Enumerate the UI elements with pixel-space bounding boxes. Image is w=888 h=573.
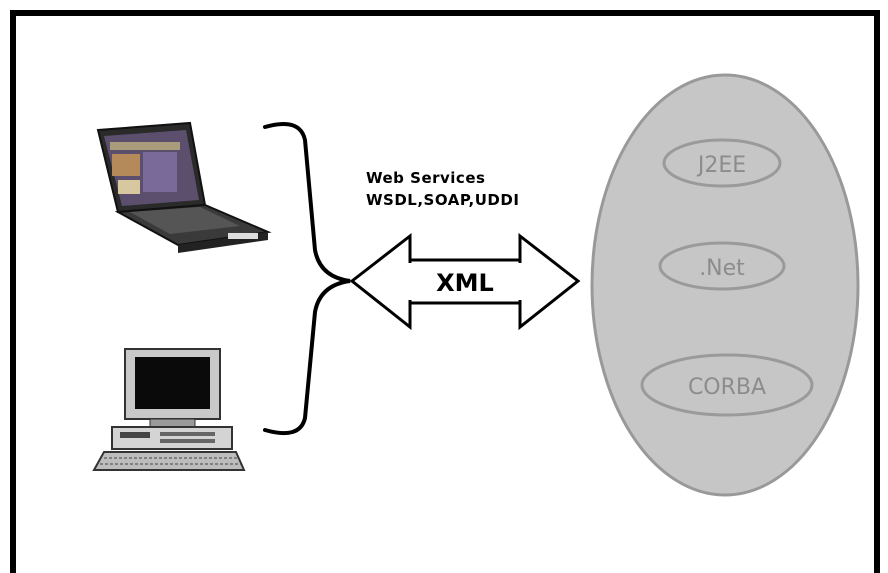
platform-j2ee-label: J2EE: [696, 153, 746, 178]
xml-double-arrow: XML: [349, 232, 581, 331]
web-services-title: Web Services: [366, 169, 486, 187]
platform-j2ee-oval: [662, 138, 782, 188]
platform-net-oval: [658, 241, 786, 291]
platforms-ellipse: J2EE .Net CORBA: [590, 73, 860, 497]
platform-corba-label: CORBA: [688, 375, 766, 400]
platform-net-label: .Net: [699, 256, 745, 281]
protocols-label: WSDL,SOAP,UDDI: [366, 191, 520, 209]
xml-label: XML: [436, 269, 494, 297]
laptop-icon: [96, 121, 272, 253]
desktop-computer-icon: [92, 348, 246, 471]
curly-brace: [263, 122, 351, 435]
platform-corba-oval: [640, 353, 814, 417]
